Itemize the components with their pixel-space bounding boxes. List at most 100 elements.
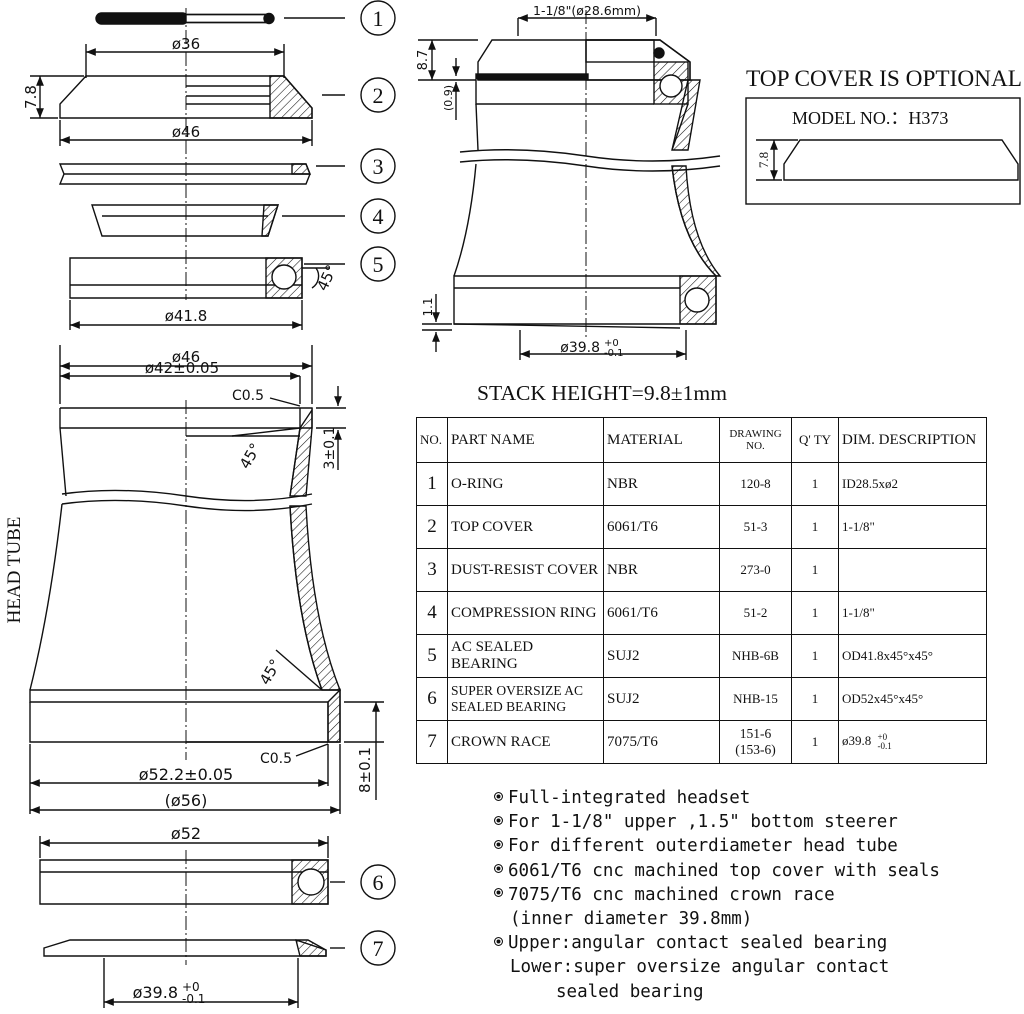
list-item: For 1-1/8" upper ,1.5" bottom steerer <box>494 810 940 834</box>
parts-table: NO. PART NAME MATERIAL DRAWING NO. Q' TY… <box>416 417 987 764</box>
callout-2: 2 <box>373 83 384 108</box>
cell-dim: OD52x45°x45° <box>838 677 987 721</box>
dim-46-head: ø46 <box>172 348 200 366</box>
callout-5: 5 <box>373 252 384 277</box>
list-item: Upper:angular contact sealed bearing <box>494 931 940 955</box>
model-box <box>745 97 1021 205</box>
list-item: (inner diameter 39.8mm) <box>510 909 753 930</box>
cell-no: 2 <box>416 505 448 549</box>
cell-qty: 1 <box>791 505 839 549</box>
bullet-icon <box>494 839 503 849</box>
cell-no: 1 <box>416 462 448 506</box>
cell-qty: 1 <box>791 591 839 635</box>
cell-qty: 1 <box>791 634 839 678</box>
cell-qty: 1 <box>791 720 839 764</box>
table-header-row: NO. PART NAME MATERIAL DRAWING NO. Q' TY… <box>416 417 987 463</box>
dim-41-8: ø41.8 <box>165 307 208 325</box>
table-row: 3 DUST-RESIST COVER NBR 273-0 1 <box>416 548 987 592</box>
dim-46-top: ø46 <box>172 123 200 141</box>
cell-part-name: SUPER OVERSIZE AC SEALED BEARING <box>447 677 604 721</box>
cell-qty: 1 <box>791 677 839 721</box>
cell-dim: ø39.8 +0 -0.1 <box>838 720 987 764</box>
bullet-icon <box>494 791 503 801</box>
head-tube <box>29 345 384 814</box>
list-item: 6061/T6 cnc machined top cover with seal… <box>494 859 940 883</box>
cell-part-name: AC SEALED BEARING <box>447 634 604 678</box>
cell-dim: ID28.5xø2 <box>838 462 987 506</box>
dim-tol-lower: -0.1 <box>877 741 892 751</box>
table-row: 2 TOP COVER 6061/T6 51-3 1 1-1/8" <box>416 505 987 549</box>
drawing-no-line-2: (153-6) <box>735 742 776 757</box>
cell-part-name: DUST-RESIST COVER <box>447 548 604 592</box>
dim-52: ø52 <box>171 824 201 843</box>
feature-list: Full-integrated headset For 1-1/8" upper… <box>494 786 940 1004</box>
cell-part-name: TOP COVER <box>447 505 604 549</box>
dim-36: ø36 <box>172 35 200 53</box>
bullet-icon <box>494 864 503 874</box>
dim-1-1: 1.1 <box>421 297 435 316</box>
list-item: sealed bearing <box>556 981 704 1002</box>
model-labels: TOP COVER IS OPTIONAL MODEL NO.：H373 7.8… <box>477 66 1022 405</box>
callout-3: 3 <box>373 154 384 179</box>
cell-dim: OD41.8x45°x45° <box>838 634 987 678</box>
list-item: Lower:super oversize angular contact <box>510 957 890 978</box>
part-oversize-bearing <box>39 836 345 905</box>
bullet-icon <box>494 815 503 825</box>
cell-drawing-no: 151-6 (153-6) <box>719 720 792 764</box>
table-row: 7 CROWN RACE 7075/T6 151-6 (153-6) 1 ø39… <box>416 720 987 764</box>
cell-material: SUJ2 <box>603 677 720 721</box>
dim-1-1-8: 1-1/8"(ø28.6mm) <box>533 3 641 18</box>
callout-1: 1 <box>373 6 384 31</box>
callout-4: 4 <box>373 204 384 229</box>
header-qty: Q' TY <box>791 417 839 463</box>
dim-0-9: (0.9) <box>442 85 455 111</box>
bullet-icon <box>494 888 503 898</box>
cell-drawing-no: NHB-15 <box>719 677 792 721</box>
header-dim-description: DIM. DESCRIPTION <box>838 417 987 463</box>
cell-no: 5 <box>416 634 448 678</box>
cell-no: 4 <box>416 591 448 635</box>
cell-dim: 1-1/8" <box>838 591 987 635</box>
cell-drawing-no: 51-3 <box>719 505 792 549</box>
cell-part-name: CROWN RACE <box>447 720 604 764</box>
tol-lower-bottom: -0.1 <box>182 992 205 1006</box>
part-o-ring <box>95 12 345 25</box>
table-row: 4 COMPRESSION RING 6061/T6 51-2 1 1-1/8" <box>416 591 987 635</box>
cell-material: 6061/T6 <box>603 505 720 549</box>
header-material: MATERIAL <box>603 417 720 463</box>
part-compression-ring <box>91 204 345 237</box>
drawing-no-line-1: 151-6 <box>739 726 772 741</box>
tol-upper-assembly: +0 <box>604 338 619 349</box>
dim-52-2: ø52.2±0.05 <box>139 765 233 784</box>
cell-dim: 1-1/8" <box>838 505 987 549</box>
header-part-name: PART NAME <box>447 417 604 463</box>
dim-tolerance: +0 -0.1 <box>878 733 892 751</box>
head-tube-label: HEAD TUBE <box>4 517 25 624</box>
dim-45-bearing: 45° <box>313 262 341 294</box>
dim-45-head-top: 45° <box>236 440 265 472</box>
dim-56: (ø56) <box>165 791 208 810</box>
cell-no: 7 <box>416 720 448 764</box>
table-row: 6 SUPER OVERSIZE AC SEALED BEARING SUJ2 … <box>416 677 987 721</box>
list-item: Full-integrated headset <box>494 786 940 810</box>
dim-45-head-bottom: 45° <box>256 656 285 688</box>
callout-6: 6 <box>373 870 384 895</box>
dim-78-left: 7.8 <box>22 85 40 109</box>
part-name-line-1: SUPER OVERSIZE AC <box>451 683 584 698</box>
list-item: 7075/T6 cnc machined crown race <box>494 883 940 907</box>
tol-lower-assembly: -0.1 <box>604 348 624 359</box>
dim-39-8-bottom: ø39.8 <box>133 983 178 1002</box>
dim-value: ø39.8 <box>842 732 872 748</box>
dim-c05-bottom: C0.5 <box>260 751 292 767</box>
tol-upper-bottom: +0 <box>182 980 200 994</box>
cell-dim <box>838 548 987 592</box>
dim-39-8-assembly: ø39.8 <box>560 340 600 356</box>
dim-8: 8±0.1 <box>356 747 374 793</box>
cell-drawing-no: 51-2 <box>719 591 792 635</box>
cell-part-name: O-RING <box>447 462 604 506</box>
cell-drawing-no: 273-0 <box>719 548 792 592</box>
cell-qty: 1 <box>791 548 839 592</box>
table-row: 5 AC SEALED BEARING SUJ2 NHB-6B 1 OD41.8… <box>416 634 987 678</box>
